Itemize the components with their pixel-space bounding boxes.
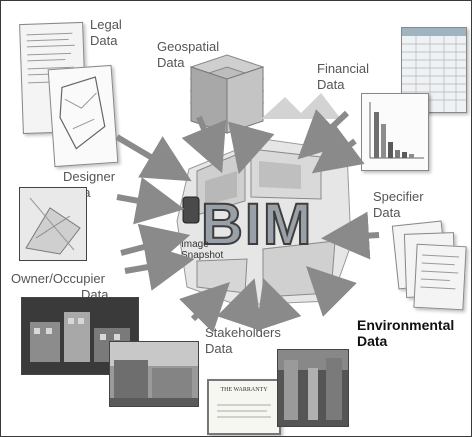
- arrow-from-owner-2: [124, 243, 195, 291]
- designer-label-line1: Designer: [63, 169, 116, 184]
- financial-bar-chart: [361, 93, 429, 171]
- image-snapshot-caption: Image Snapshot: [181, 239, 223, 261]
- arrow-from-designer: [116, 177, 185, 225]
- arrow-from-legal: [115, 134, 192, 182]
- designer-sketch-photo: [19, 187, 87, 261]
- site-photo-graphic: [278, 350, 348, 420]
- owner-street-photo: [109, 341, 199, 407]
- legal-site-plan: [47, 64, 119, 168]
- arrow-from-stakeholders-3: [255, 278, 302, 332]
- bar-chart-graphic: [369, 102, 424, 159]
- arrow-from-specifier: [321, 211, 380, 260]
- financial-label-line2: Data: [317, 77, 345, 92]
- legal-label-line1: Legal: [90, 17, 122, 32]
- arrow-from-financial-1: [297, 109, 350, 160]
- document-text-lines: [26, 32, 75, 84]
- environmental-data-label: Environmental Data: [357, 317, 454, 349]
- geospatial-label-line1: Geospatial: [157, 39, 220, 54]
- caption-line2: Snapshot: [181, 250, 224, 261]
- arrow-from-stakeholders-2: [216, 278, 263, 332]
- designer-sketch-graphic: [25, 197, 81, 255]
- document-text-lines: [420, 254, 460, 290]
- legal-document-back: [19, 21, 87, 135]
- street-photo-graphic: [110, 342, 198, 406]
- caption-line1: Image: [181, 239, 209, 250]
- arrow-from-owner-1: [120, 223, 191, 271]
- building-model-graphic: [30, 312, 130, 362]
- stakeholders-site-photo: [277, 349, 349, 427]
- specifier-data-label: Specifier Data: [373, 189, 424, 221]
- arrow-from-stakeholders-1: [179, 282, 230, 333]
- environmental-label-line1: Environmental: [357, 317, 455, 333]
- geospatial-data-label: Geospatial Data: [157, 39, 219, 71]
- bim-title: BIM: [200, 192, 314, 257]
- specifier-document-3: [413, 243, 467, 311]
- site-plan-drawing: [59, 76, 106, 150]
- arrow-from-financial-2: [311, 125, 365, 174]
- arrow-from-geospatial-2: [228, 121, 275, 175]
- arrow-from-geospatial-1: [181, 115, 227, 174]
- legal-data-label: Legal Data: [90, 17, 122, 49]
- legal-label-line2: Data: [90, 33, 118, 48]
- financial-data-label: Financial Data: [317, 61, 369, 93]
- spreadsheet-grid: [402, 28, 466, 112]
- arrow-from-environmental: [306, 266, 357, 317]
- stakeholders-label-line2: Data: [205, 341, 233, 356]
- warranty-text-lines: [217, 404, 271, 418]
- warranty-title: THE WARRANTY: [220, 387, 268, 393]
- specifier-label-line1: Specifier: [373, 189, 424, 204]
- specifier-label-line2: Data: [373, 205, 401, 220]
- financial-label-line1: Financial: [317, 61, 370, 76]
- owner-building-model-photo: [21, 297, 139, 375]
- owner-occupier-label-line1: Owner/Occupier: [11, 271, 105, 286]
- environmental-label-line2: Data: [357, 333, 388, 349]
- geospatial-label-line2: Data: [157, 55, 185, 70]
